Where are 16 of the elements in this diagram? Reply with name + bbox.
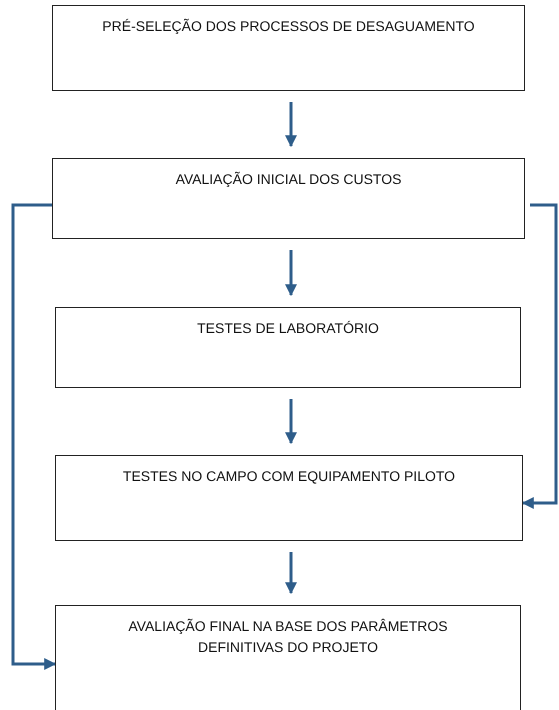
box-label: TESTES NO CAMPO COM EQUIPAMENTO PILOTO <box>122 467 456 486</box>
box-label: AVALIAÇÃO INICIAL DOS CUSTOS <box>174 170 402 189</box>
box-label: PRÉ-SELEÇÃO DOS PROCESSOS DE DESAGUAMENTO <box>101 17 476 36</box>
process-box <box>55 605 521 710</box>
arrow <box>522 204 558 509</box>
box-label: AVALIAÇÃO FINAL NA BASE DOS PARÂMETROS DEFINITIVAS DO PROJETO <box>127 617 449 657</box>
process-box <box>52 158 525 239</box>
arrow <box>12 204 56 670</box>
box-label: TESTES DE LABORATÓRIO <box>196 319 380 338</box>
arrow <box>285 399 297 444</box>
process-box <box>55 307 521 388</box>
arrow <box>285 552 297 594</box>
arrow <box>285 250 297 296</box>
process-box <box>52 5 525 91</box>
process-box <box>55 455 523 541</box>
arrow <box>285 102 297 148</box>
